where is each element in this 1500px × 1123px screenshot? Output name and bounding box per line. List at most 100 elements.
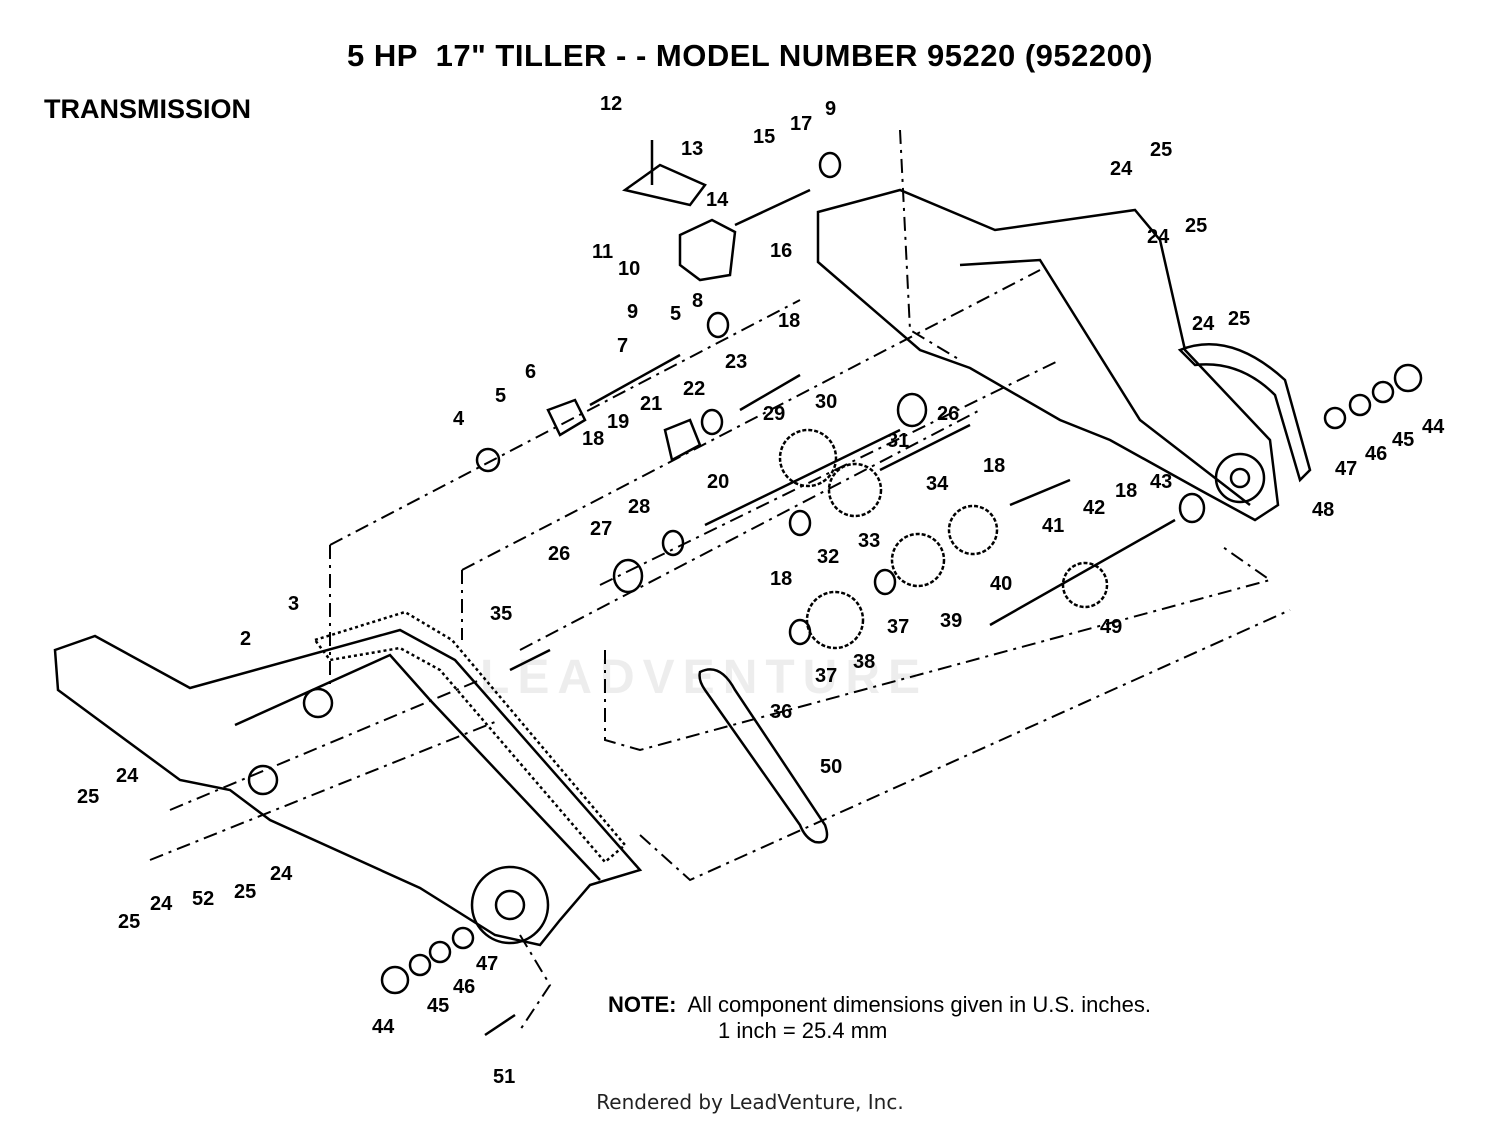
callout-6: 6	[525, 361, 536, 383]
callout-37: 37	[815, 665, 837, 687]
section-title: TRANSMISSION	[44, 94, 252, 124]
callout-25: 25	[1185, 215, 1207, 237]
callout-17: 17	[790, 113, 812, 135]
callout-39: 39	[940, 610, 962, 632]
callout-19: 19	[607, 411, 629, 433]
callout-24: 24	[116, 765, 139, 787]
callout-33: 33	[858, 530, 880, 552]
callout-25: 25	[1150, 139, 1172, 161]
callout-15: 15	[753, 126, 775, 148]
sprocket-38	[805, 590, 865, 650]
right-pulley	[1214, 452, 1266, 504]
callout-24: 24	[1110, 158, 1133, 180]
callout-24: 24	[1147, 226, 1170, 248]
left-housing-inner-edge	[234, 653, 601, 881]
callout-35: 35	[490, 603, 512, 625]
callout-31: 31	[887, 430, 909, 452]
gear-6	[546, 398, 587, 437]
callout-16: 16	[770, 240, 792, 262]
callout-37: 37	[887, 616, 909, 638]
drive-chain	[698, 668, 829, 844]
note-line-1: All component dimensions given in U.S. i…	[687, 992, 1151, 1017]
callout-24: 24	[270, 863, 293, 885]
callout-10: 10	[618, 258, 640, 280]
callout-29: 29	[763, 403, 785, 425]
shift-plate	[622, 163, 707, 207]
shift-shaft	[734, 188, 811, 227]
callout-45: 45	[1392, 429, 1414, 451]
callout-36: 36	[770, 701, 792, 723]
callout-38: 38	[853, 651, 875, 673]
callout-47: 47	[1335, 458, 1357, 480]
callout-20: 20	[707, 471, 729, 493]
shaft-7	[589, 353, 681, 407]
gear-21	[663, 418, 702, 462]
left-pulley	[470, 865, 550, 945]
callout-22: 22	[683, 378, 705, 400]
sprocket-39	[890, 532, 946, 588]
callout-28: 28	[628, 496, 650, 518]
left-housing-half	[53, 628, 643, 947]
sprocket-49	[1061, 561, 1109, 609]
shift-block	[678, 218, 737, 282]
callout-45: 45	[427, 995, 449, 1017]
note-line-2: 1 inch = 25.4 mm	[718, 1018, 888, 1043]
callout-47: 47	[476, 953, 498, 975]
footer-credit: Rendered by LeadVenture, Inc.	[596, 1090, 904, 1114]
belt-cover	[1177, 343, 1312, 483]
callout-34: 34	[926, 473, 949, 495]
callout-3: 3	[288, 593, 299, 615]
callout-25: 25	[234, 881, 256, 903]
callout-5: 5	[495, 385, 506, 407]
callout-46: 46	[1365, 443, 1387, 465]
gasket	[312, 610, 627, 864]
callout-52: 52	[192, 888, 214, 910]
right-housing-half	[816, 188, 1280, 522]
sprocket-40	[947, 504, 999, 556]
callout-9: 9	[825, 98, 836, 120]
callout-41: 41	[1042, 515, 1064, 537]
callout-18: 18	[1115, 480, 1137, 502]
callout-21: 21	[640, 393, 662, 415]
callout-9: 9	[627, 301, 638, 323]
callout-25: 25	[1228, 308, 1250, 330]
callout-48: 48	[1312, 499, 1334, 521]
callout-18: 18	[983, 455, 1005, 477]
callout-42: 42	[1083, 497, 1105, 519]
callout-5: 5	[670, 303, 681, 325]
callout-7: 7	[617, 335, 628, 357]
right-housing-inner-edge	[959, 258, 1251, 506]
callout-24: 24	[1192, 313, 1215, 335]
dimension-note: NOTE: All component dimensions given in …	[608, 992, 1151, 1044]
callout-23: 23	[725, 351, 747, 373]
callout-8: 8	[692, 290, 703, 312]
callout-27: 27	[590, 518, 612, 540]
sprocket-33	[827, 462, 883, 518]
callout-24: 24	[150, 893, 173, 915]
bolt-51	[484, 1013, 516, 1037]
callout-50: 50	[820, 756, 842, 778]
shaft-41	[1009, 478, 1071, 507]
callout-11: 11	[592, 241, 613, 263]
callout-49: 49	[1100, 616, 1122, 638]
callout-18: 18	[582, 428, 604, 450]
callout-25: 25	[118, 911, 140, 933]
callout-26: 26	[548, 543, 570, 565]
diagram-title: 5 HP 17" TILLER - - MODEL NUMBER 95220 (…	[347, 38, 1153, 73]
callout-44: 44	[1422, 416, 1445, 438]
note-label: NOTE:	[608, 992, 677, 1017]
callout-18: 18	[778, 310, 800, 332]
shaft-34	[879, 423, 971, 472]
shaft-30	[704, 428, 901, 527]
callout-2: 2	[240, 628, 251, 650]
callout-30: 30	[815, 391, 837, 413]
callout-13: 13	[681, 138, 703, 160]
callout-18: 18	[770, 568, 792, 590]
callout-25: 25	[77, 786, 99, 808]
callout-12: 12	[600, 93, 622, 115]
callout-14: 14	[706, 189, 729, 211]
sprocket-29	[778, 428, 838, 488]
shaft-49	[989, 518, 1176, 627]
shaft-23	[739, 373, 801, 412]
